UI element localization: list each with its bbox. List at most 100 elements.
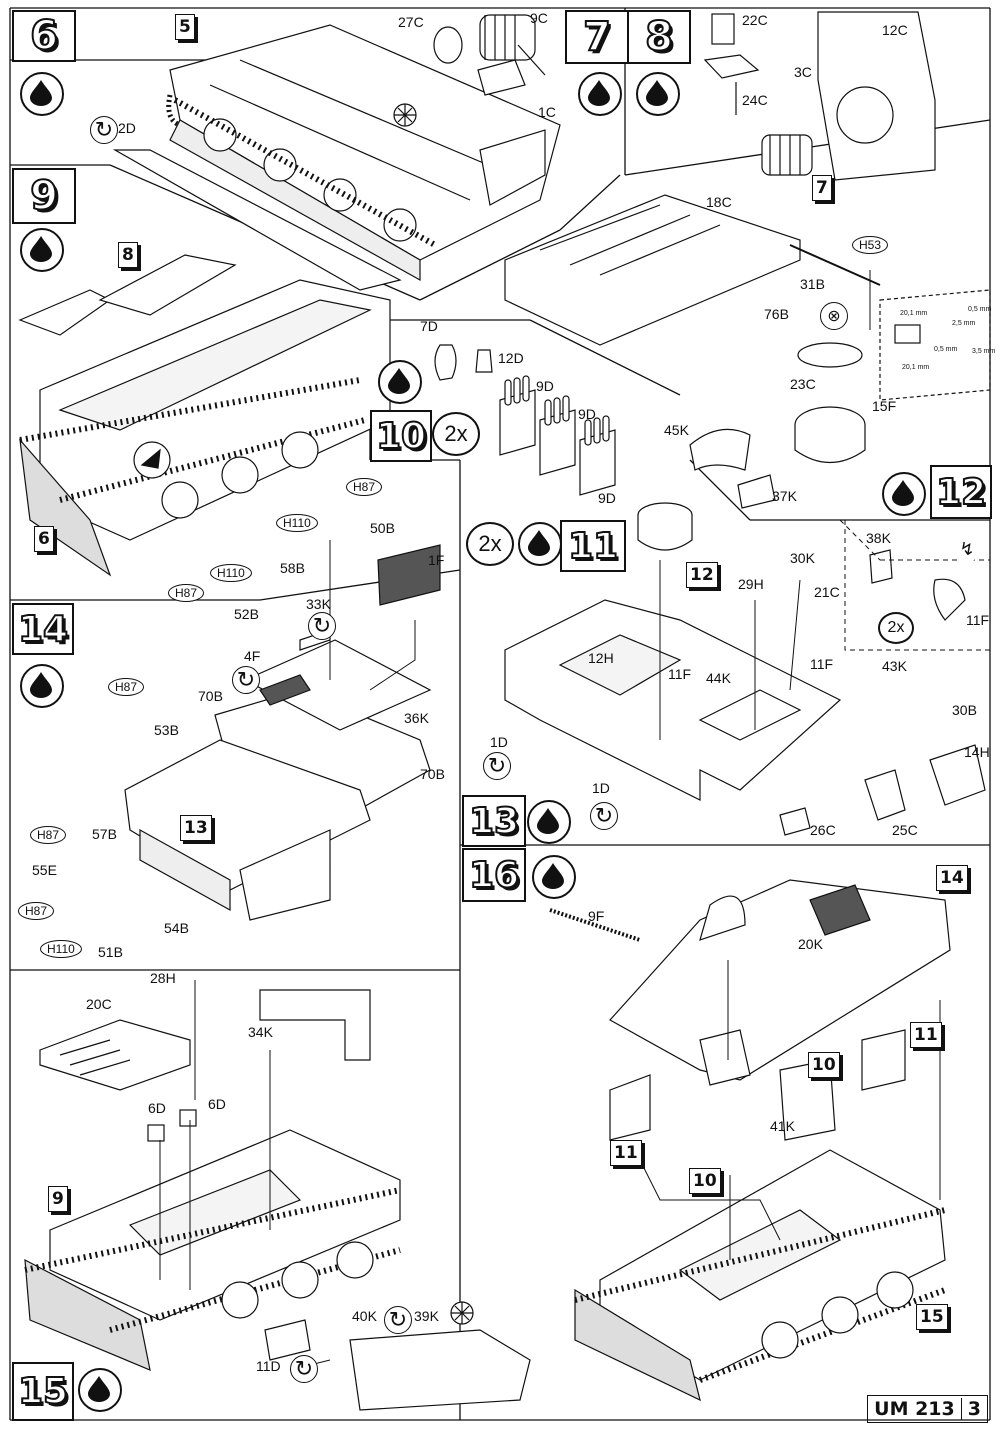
glue-drop-icon <box>882 472 926 516</box>
part-label: 6D <box>208 1096 226 1112</box>
part-label: 9C <box>530 10 548 26</box>
hood-label: H87 <box>18 902 55 920</box>
reference-box: 15 <box>916 1304 948 1330</box>
part-label: 55E <box>32 862 57 878</box>
leader-lines <box>159 270 941 1371</box>
part-label: 37K <box>772 488 797 504</box>
part-label: 57B <box>92 826 117 842</box>
part-label: 9F <box>588 908 605 924</box>
reference-box: 11 <box>910 1022 942 1048</box>
step-14-badge: 14 <box>12 603 74 655</box>
part-label: 38K <box>866 530 891 546</box>
hood-label: H53 <box>852 236 889 254</box>
part-label: 29H <box>738 576 764 592</box>
part-label: 76B <box>764 306 789 322</box>
reference-box: 14 <box>936 865 968 891</box>
page-number: 3 <box>960 1398 987 1420</box>
part-label: 12D <box>498 350 524 366</box>
reference-box: 8 <box>118 242 138 268</box>
dimension-label: 2,5 mm <box>952 320 976 327</box>
no-glue-icon: ⊗ <box>820 302 848 330</box>
reference-box: 5 <box>175 14 195 40</box>
reference-box: 10 <box>689 1168 721 1194</box>
part-label: 70B <box>198 688 223 704</box>
rotate-icon: ↻ <box>384 1306 412 1334</box>
step-number: 7 <box>582 13 612 61</box>
part-label: 1D <box>490 734 508 750</box>
dimension-label: 0,5 mm <box>934 346 958 353</box>
hood-label: H110 <box>40 940 82 958</box>
hull-drawing-step6 <box>112 24 561 291</box>
rotate-icon: ↻ <box>90 116 118 144</box>
quantity-marker: 2x <box>878 612 914 644</box>
glue-drop-icon <box>78 1368 122 1412</box>
product-code: UM 213 <box>874 1398 955 1420</box>
step-number: 6 <box>29 12 59 60</box>
glue-drop-icon <box>20 228 64 272</box>
glue-drop-icon <box>20 72 64 116</box>
step-9-badge: 9 <box>12 168 76 224</box>
part-label: 15F <box>872 398 897 414</box>
dimension-label: 20,1 mm <box>902 364 930 371</box>
part-label: 12C <box>882 22 908 38</box>
part-label: 58B <box>280 560 305 576</box>
step-15-badge: 15 <box>12 1362 74 1421</box>
part-label: 9D <box>578 406 596 422</box>
part-label: 28H <box>150 970 176 986</box>
part-label: 39K <box>414 1308 439 1324</box>
part-label: 22C <box>742 12 768 28</box>
flip-icon: ↯ <box>954 536 980 562</box>
step-6-badge: 6 <box>12 10 76 62</box>
reference-box: 12 <box>686 562 718 588</box>
dimension-label: 3,5 mm <box>972 348 996 355</box>
glue-drop-icon <box>527 800 571 844</box>
part-label: 36K <box>404 710 429 726</box>
part-label: 7D <box>420 318 438 334</box>
step-number: 11 <box>567 525 619 568</box>
part-label: 20K <box>798 936 823 952</box>
hood-label: H87 <box>108 678 145 696</box>
glue-drop-icon <box>636 72 680 116</box>
part-label: 20C <box>86 996 112 1012</box>
reference-box: 10 <box>808 1052 840 1078</box>
step-number: 13 <box>468 800 520 843</box>
rotate-icon: ↻ <box>232 666 260 694</box>
part-label: 30K <box>790 550 815 566</box>
part-label: 2D <box>118 120 136 136</box>
part-label: 43K <box>882 658 907 674</box>
part-label: 21C <box>814 584 840 600</box>
part-label: 41K <box>770 1118 795 1134</box>
part-label: 24C <box>742 92 768 108</box>
glue-drop-icon <box>378 360 422 404</box>
open-hull-step9 <box>18 254 391 577</box>
page-footer: UM 213 3 <box>867 1395 988 1423</box>
glue-drop-icon <box>578 72 622 116</box>
glue-drop-icon <box>518 522 562 566</box>
part-label: 11F <box>668 666 692 682</box>
reference-box: 11 <box>610 1140 642 1166</box>
rotate-icon: ↻ <box>290 1355 318 1383</box>
part-label: 9D <box>598 490 616 506</box>
part-label: 45K <box>664 422 689 438</box>
glue-drop-icon <box>532 855 576 899</box>
part-label: 23C <box>790 376 816 392</box>
turret-ring-step12 <box>689 244 991 621</box>
part-label: 26C <box>810 822 836 838</box>
step-number: 14 <box>17 608 69 651</box>
part-label: 1F <box>428 552 445 568</box>
engine-parts-top <box>433 14 546 96</box>
step-7-badge: 7 <box>565 10 629 64</box>
part-label: 40K <box>352 1308 377 1324</box>
part-label: 14H <box>964 744 990 760</box>
part-label: 1C <box>538 104 556 120</box>
part-label: 11F <box>810 656 834 672</box>
part-label: 33K <box>306 596 331 612</box>
part-label: 53B <box>154 722 179 738</box>
part-label: 34K <box>248 1024 273 1040</box>
step-number: 9 <box>29 172 59 220</box>
final-assembly-step16 <box>549 879 951 1402</box>
rotate-icon: ↻ <box>590 802 618 830</box>
hood-label: H87 <box>30 826 67 844</box>
step-8-badge: 8 <box>627 10 691 64</box>
step-16-badge: 16 <box>462 848 526 902</box>
